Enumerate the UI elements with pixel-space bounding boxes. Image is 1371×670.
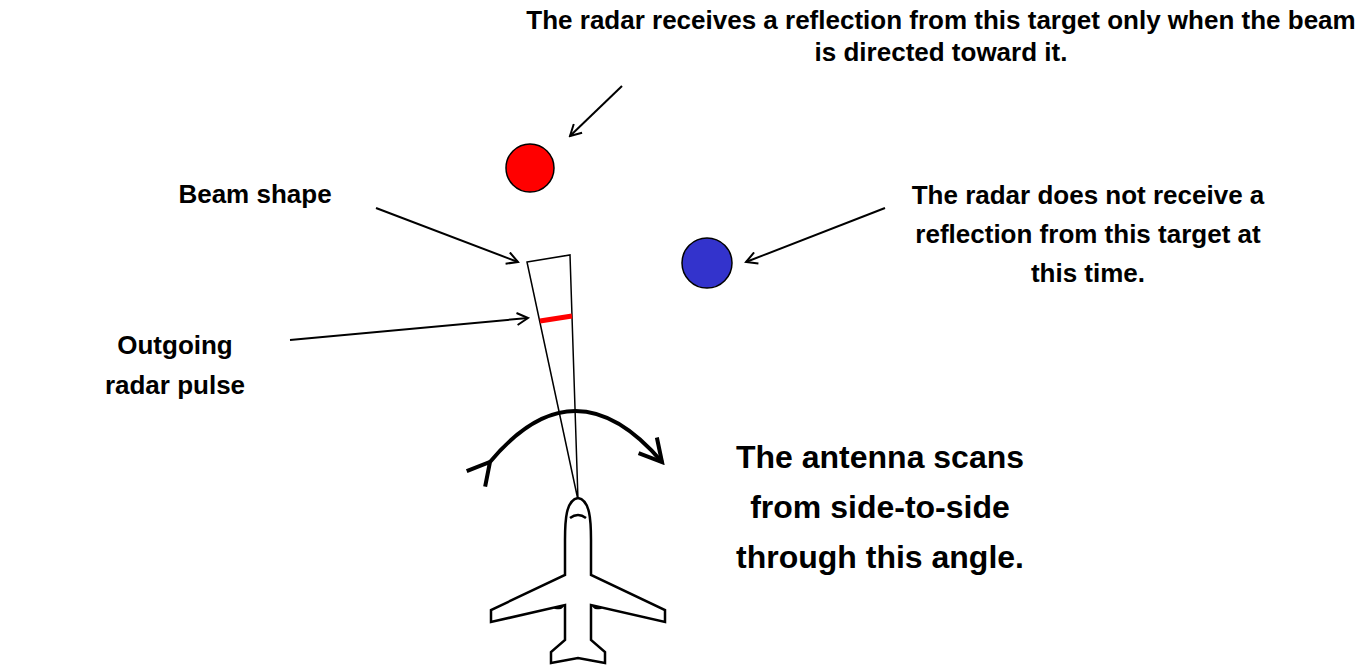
airplane [491, 498, 665, 663]
red-target [506, 144, 554, 192]
annotation-label: Beam shape [125, 178, 385, 210]
annotation-label: The antenna scans from side-to-side thro… [700, 432, 1060, 582]
annotation-label: The radar receives a reflection from thi… [516, 4, 1366, 68]
beam-shape [527, 255, 578, 500]
leader-line [746, 208, 885, 262]
leader-line [290, 318, 528, 340]
radar-pulse [540, 316, 572, 321]
leader-line [376, 208, 518, 262]
scan-arrow [490, 411, 662, 462]
annotation-label: The radar does not receive a reflection … [903, 176, 1273, 293]
leader-line [570, 86, 622, 136]
annotation-label: Outgoing radar pulse [85, 325, 265, 405]
blue-target [682, 238, 732, 288]
